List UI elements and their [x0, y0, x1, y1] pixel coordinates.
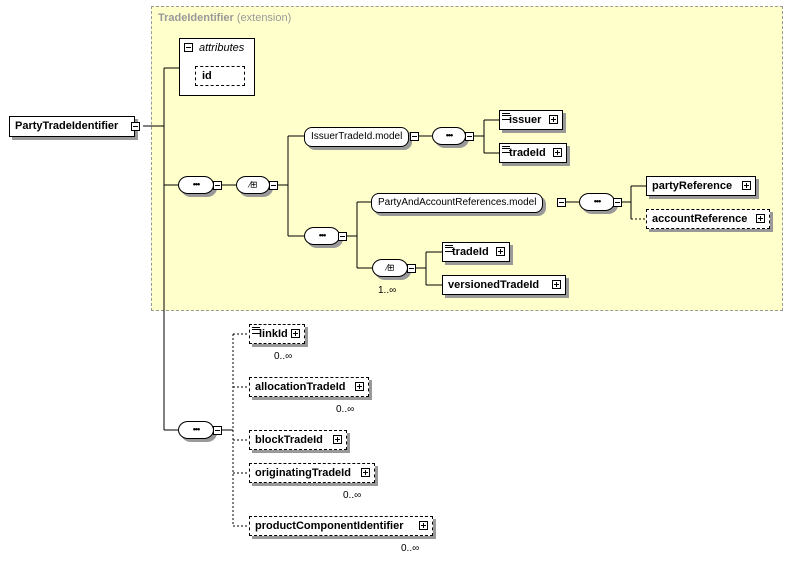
- element-blockTradeId[interactable]: blockTradeId: [249, 430, 347, 450]
- cardinality-productComponentIdentifier: 0..∞: [401, 543, 420, 554]
- extension-suffix: (extension): [236, 12, 292, 24]
- choice-compositor-inner: ⁄⊞: [372, 259, 408, 277]
- issuer-model-label: IssuerTradeId.model: [311, 131, 403, 142]
- element-productComponentIdentifier-label: productComponentIdentifier: [255, 520, 404, 532]
- party-model-label: PartyAndAccountReferences.model: [378, 197, 537, 208]
- sequence-compositor-issuer: •••: [432, 127, 466, 145]
- cardinality-allocationTradeId: 0..∞: [336, 404, 355, 415]
- element-allocationTradeId-label: allocationTradeId: [255, 381, 346, 393]
- element-partyReference-label: partyReference: [652, 180, 733, 192]
- expand-icon[interactable]: [742, 181, 751, 190]
- element-linkId-label: linkId: [259, 328, 288, 340]
- choice-collapse-icon[interactable]: [269, 181, 278, 190]
- choice-compositor: ⁄⊞: [236, 176, 270, 194]
- element-versionedTradeId[interactable]: versionedTradeId: [442, 275, 566, 295]
- element-accountReference[interactable]: accountReference: [646, 209, 770, 229]
- cardinality-originatingTradeId: 0..∞: [343, 490, 362, 501]
- expand-icon[interactable]: [496, 247, 505, 256]
- expand-icon[interactable]: [361, 468, 370, 477]
- sequence-dots: •••: [318, 230, 327, 241]
- element-accountReference-label: accountReference: [652, 213, 748, 225]
- sequence-dots: •••: [593, 196, 602, 207]
- expand-icon[interactable]: [355, 382, 364, 391]
- root-collapse-icon[interactable]: [131, 122, 140, 131]
- issuer-model-collapse-icon[interactable]: [410, 132, 419, 141]
- choice-glyph: ⁄⊞: [386, 262, 394, 273]
- element-originatingTradeId-label: originatingTradeId: [255, 467, 351, 479]
- element-tradeId-label: tradeId: [509, 147, 546, 159]
- sequence-dots: •••: [445, 130, 454, 141]
- sequence-dots: •••: [192, 424, 201, 435]
- party-model-collapse-icon[interactable]: [557, 198, 566, 207]
- expand-icon[interactable]: [552, 280, 561, 289]
- sequence-compositor-secondary: •••: [304, 227, 340, 245]
- element-issuer-label: issuer: [509, 114, 542, 126]
- cardinality-linkId: 0..∞: [274, 351, 293, 362]
- sequence-compositor-main: •••: [178, 176, 214, 194]
- expand-icon[interactable]: [419, 521, 428, 530]
- element-originatingTradeId[interactable]: originatingTradeId: [249, 463, 375, 483]
- expand-icon[interactable]: [333, 435, 342, 444]
- issuer-model-group[interactable]: IssuerTradeId.model: [304, 127, 410, 147]
- choice-inner-collapse-icon[interactable]: [407, 264, 416, 273]
- element-tradeId-2[interactable]: tradeId: [442, 242, 510, 262]
- element-productComponentIdentifier[interactable]: productComponentIdentifier: [249, 516, 433, 536]
- expand-icon[interactable]: [291, 329, 300, 338]
- party-model-group[interactable]: PartyAndAccountReferences.model: [371, 193, 544, 213]
- cardinality-choice-inner: 1..∞: [378, 285, 397, 296]
- sequence-secondary-collapse-icon[interactable]: [338, 232, 347, 241]
- extension-title: TradeIdentifier (extension): [158, 12, 291, 24]
- root-element-label: PartyTradeIdentifier: [15, 120, 119, 132]
- element-tradeId[interactable]: tradeId: [499, 143, 567, 163]
- sequence-bottom-collapse-icon[interactable]: [213, 426, 222, 435]
- attributes-collapse-icon[interactable]: [184, 43, 193, 52]
- sequence-compositor-party: •••: [579, 193, 615, 211]
- expand-icon[interactable]: [553, 148, 562, 157]
- element-tradeId-2-label: tradeId: [452, 246, 489, 258]
- attributes-title: attributes: [199, 42, 245, 54]
- element-linkId[interactable]: linkId: [249, 324, 305, 344]
- element-versionedTradeId-label: versionedTradeId: [448, 279, 540, 291]
- root-element[interactable]: PartyTradeIdentifier: [9, 116, 135, 137]
- sequence-dots: •••: [192, 179, 201, 190]
- element-allocationTradeId[interactable]: allocationTradeId: [249, 377, 369, 397]
- sequence-compositor-bottom: •••: [178, 421, 214, 439]
- expand-icon[interactable]: [756, 214, 765, 223]
- sequence-issuer-collapse-icon[interactable]: [465, 132, 474, 141]
- sequence-collapse-icon[interactable]: [213, 181, 222, 190]
- element-partyReference[interactable]: partyReference: [646, 176, 756, 196]
- sequence-party-collapse-icon[interactable]: [613, 198, 622, 207]
- element-blockTradeId-label: blockTradeId: [255, 434, 323, 446]
- choice-glyph: ⁄⊞: [249, 179, 257, 190]
- element-issuer[interactable]: issuer: [499, 110, 563, 130]
- expand-icon[interactable]: [549, 115, 558, 124]
- extension-type-name: TradeIdentifier: [158, 12, 234, 24]
- attribute-id: id: [195, 66, 245, 86]
